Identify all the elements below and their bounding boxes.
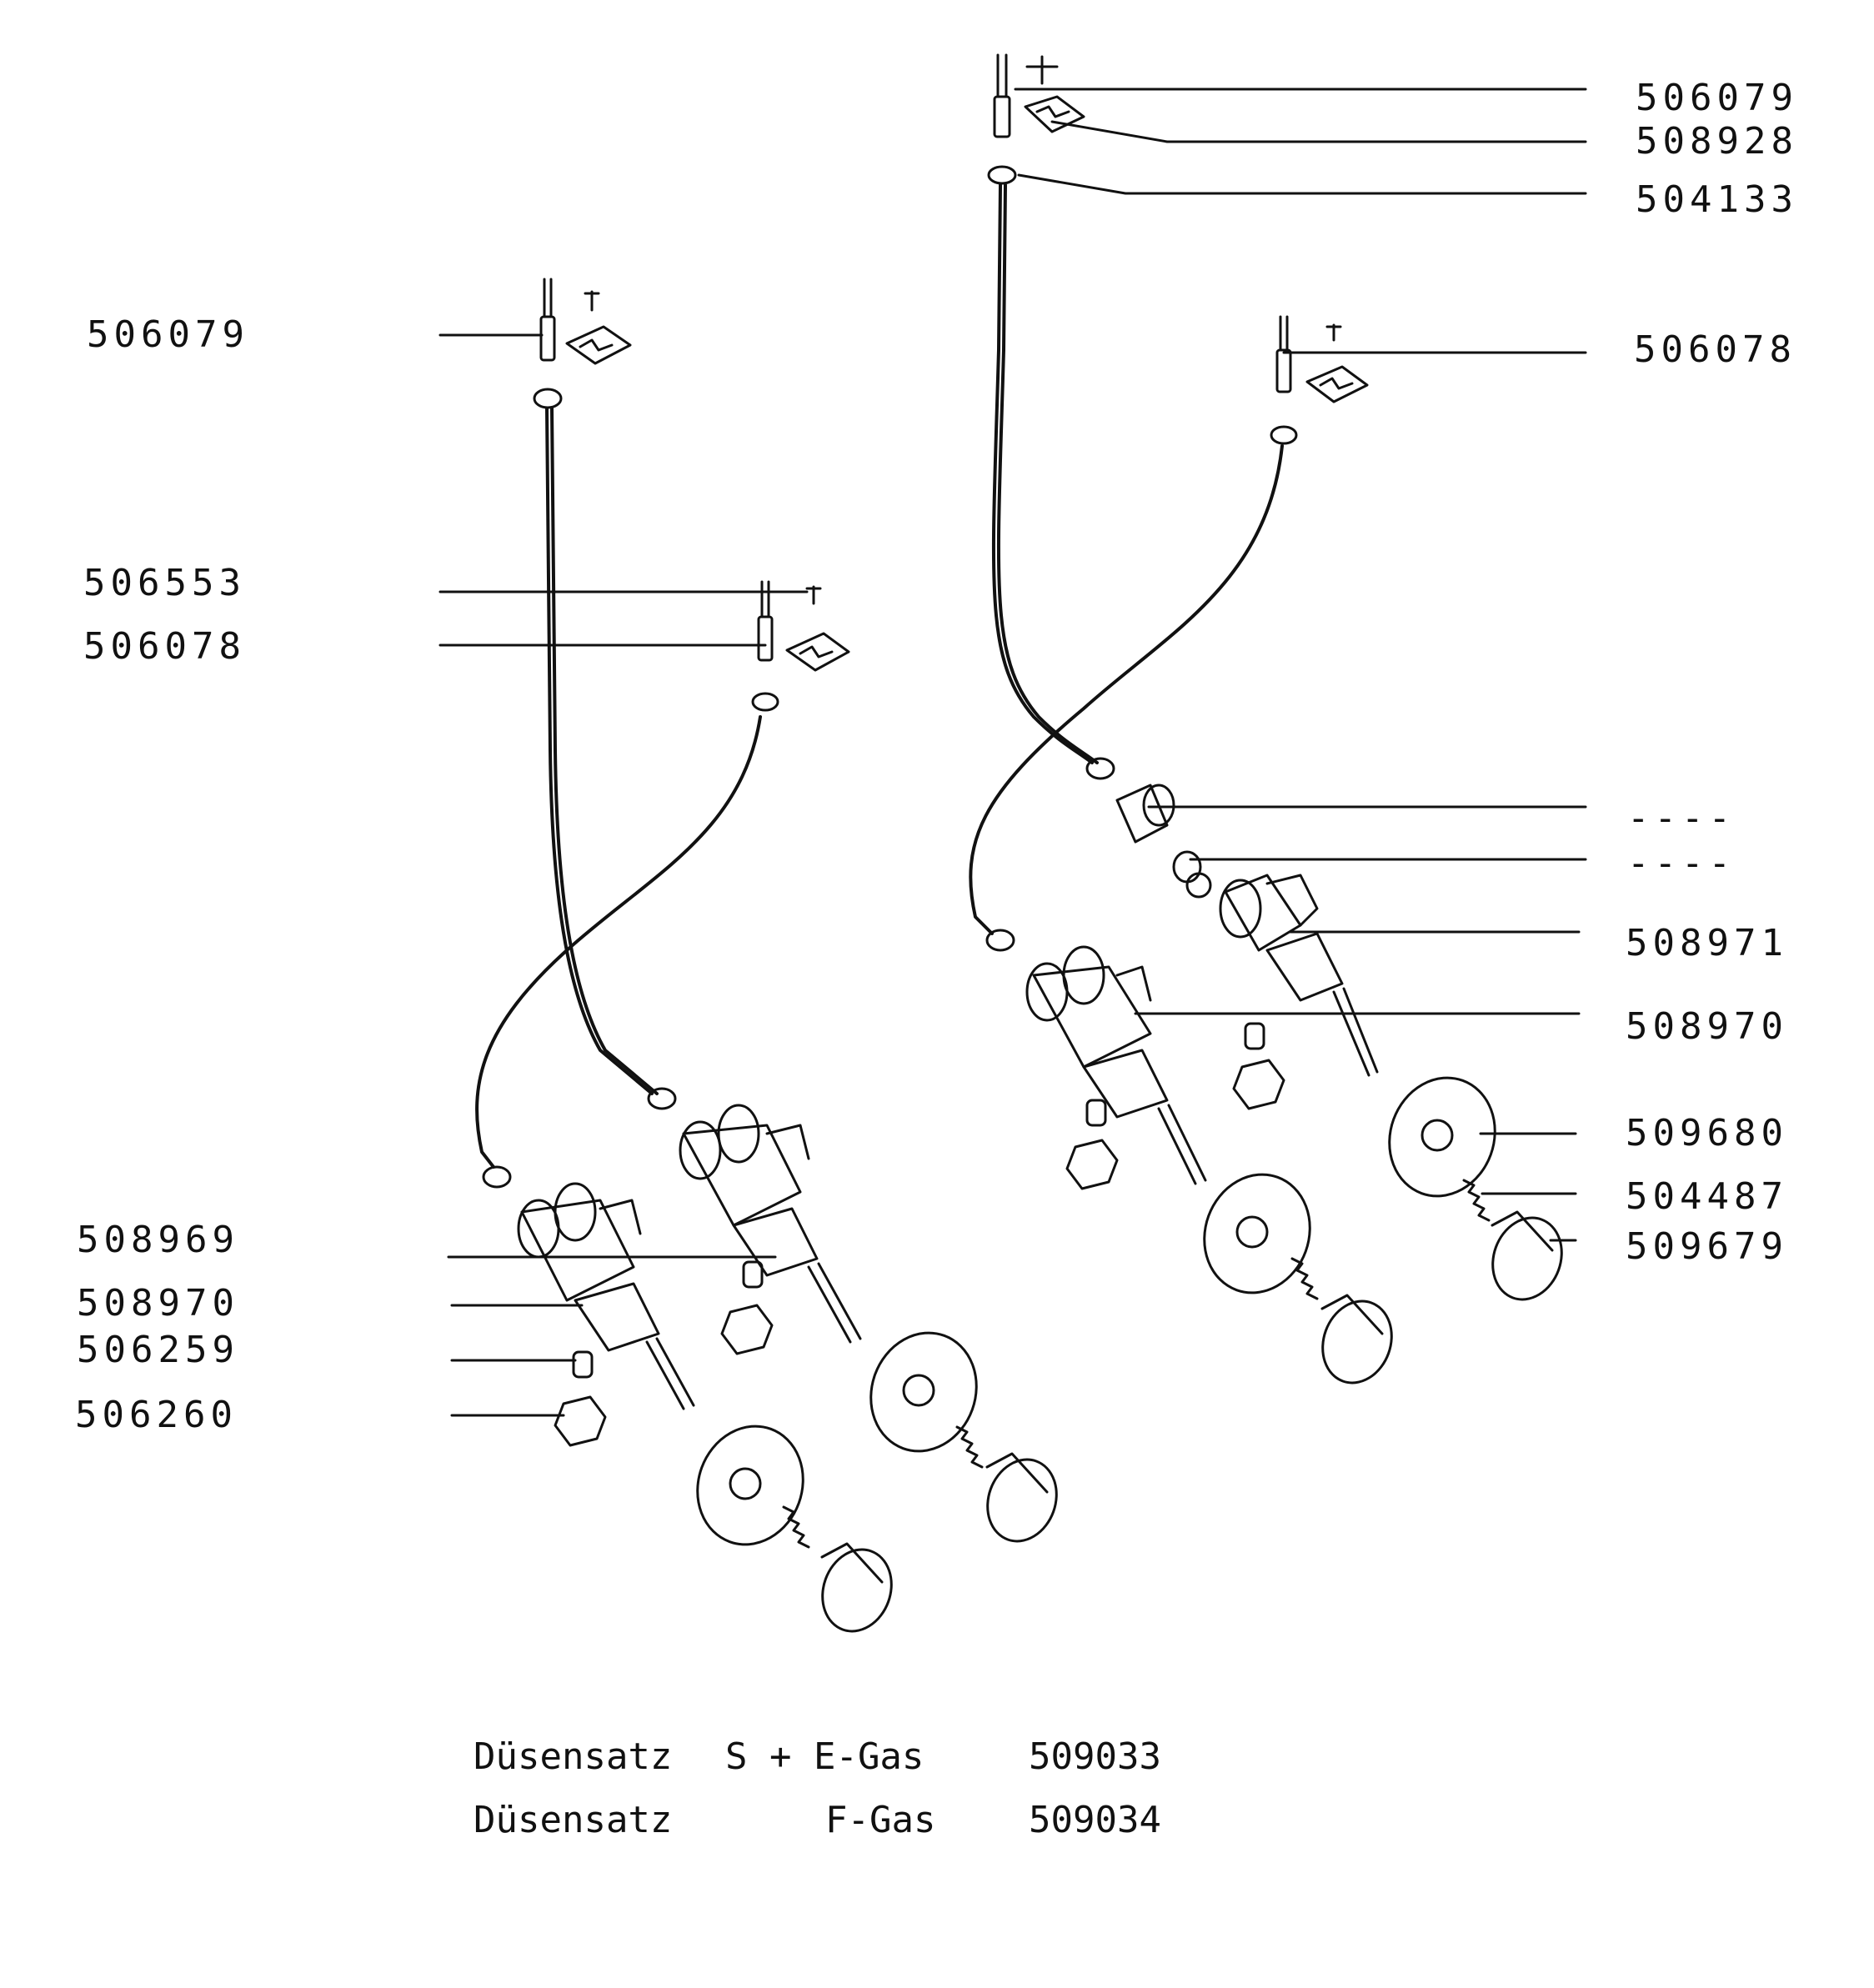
springs <box>782 1179 1491 1549</box>
control-knobs <box>820 1210 1563 1633</box>
part-label-508970-left: 508970 <box>77 1282 239 1324</box>
part-label-506553: 506553 <box>83 562 246 604</box>
part-label-506259: 506259 <box>77 1329 239 1371</box>
brackets-and-screws <box>565 55 1369 672</box>
gas-valves <box>517 874 1379 1410</box>
parts-drawing <box>438 53 1587 1633</box>
nozzle-set-gas: F-Gas <box>825 1799 936 1841</box>
leader-lines <box>438 88 1587 1417</box>
part-label-508971: 508971 <box>1626 922 1788 964</box>
nozzle-set-name: Düsensatz <box>474 1735 673 1778</box>
thermocouple-leads <box>475 183 1284 1169</box>
nozzle-set-part: 509033 <box>1029 1735 1161 1778</box>
part-label-509680: 509680 <box>1626 1112 1788 1154</box>
nozzles-and-nuts <box>554 1022 1285 1447</box>
nozzle-set-gas: S + E-Gas <box>725 1735 924 1778</box>
part-label-506079-top-right: 506079 <box>1636 77 1798 119</box>
part-label-509679: 509679 <box>1626 1225 1788 1268</box>
nozzle-set-part: 509034 <box>1029 1799 1161 1841</box>
lead-nuts <box>482 757 1212 1189</box>
part-label-506078-right: 506078 <box>1634 328 1796 371</box>
probe-tips <box>533 53 1298 712</box>
part-label-dash-2: ---- <box>1627 842 1736 884</box>
part-label-506260: 506260 <box>75 1394 238 1436</box>
nozzle-set-row-1: Düsensatz S + E-Gas 509033 <box>474 1739 1161 1922</box>
bezel-plates <box>696 1076 1496 1546</box>
part-label-508969: 508969 <box>77 1219 239 1261</box>
part-label-508928: 508928 <box>1636 120 1798 163</box>
part-label-506079-left: 506079 <box>87 313 249 356</box>
exploded-parts-diagram: 506079 508928 504133 506078 ---- ---- 50… <box>75 53 1798 1839</box>
part-label-504487: 504487 <box>1626 1175 1788 1218</box>
part-label-504133: 504133 <box>1636 178 1798 221</box>
part-label-dash-1: ---- <box>1627 797 1736 839</box>
part-label-508970-right: 508970 <box>1626 1005 1788 1048</box>
part-label-506078-left: 506078 <box>83 625 246 668</box>
nozzle-set-row-2: Düsensatz F-Gas 509034 <box>474 1802 1161 1985</box>
nozzle-set-name: Düsensatz <box>474 1799 673 1841</box>
